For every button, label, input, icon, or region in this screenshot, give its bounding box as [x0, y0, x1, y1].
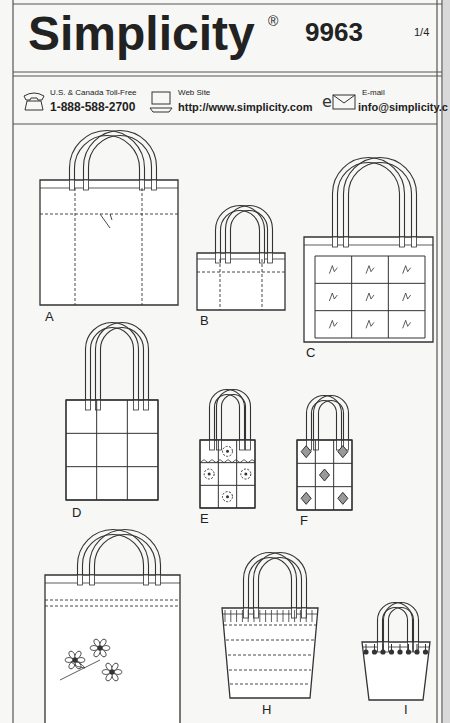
- tote-bag: [40, 131, 178, 306]
- frame-line: [13, 71, 442, 72]
- view-letter: D: [72, 506, 81, 520]
- tote-bag: [297, 396, 352, 511]
- phone-number: 1-888-588-2700: [50, 101, 135, 114]
- frame-line: [13, 3, 442, 4]
- tote-bag: [222, 553, 318, 699]
- phone-caption: U.S. & Canada Toll-Free: [50, 89, 137, 98]
- web-address: http://www.simplicity.com: [178, 101, 312, 113]
- tote-bag: [197, 205, 285, 310]
- tote-bag: [304, 157, 433, 342]
- brand-logo: Simplicity: [28, 8, 255, 61]
- tote-bag: [66, 323, 158, 501]
- frame-line: [13, 123, 437, 124]
- view-letter: F: [300, 514, 308, 528]
- tote-bag: [200, 390, 255, 509]
- tote-bag: [45, 530, 180, 723]
- view-letter: A: [45, 310, 54, 324]
- email-caption: E-mail: [362, 89, 385, 98]
- email-address: info@simplicity.c: [358, 101, 448, 113]
- frame-line: [12, 0, 13, 723]
- pattern-number: 9963: [305, 18, 363, 47]
- tote-bag: [362, 603, 430, 701]
- view-letter: H: [262, 703, 271, 717]
- view-letter: E: [200, 512, 209, 526]
- page-number: 1/4: [414, 26, 429, 38]
- web-caption: Web Site: [178, 89, 210, 98]
- frame-line: [13, 75, 442, 76]
- view-letter: I: [404, 703, 408, 717]
- svg-text:e: e: [322, 92, 332, 111]
- view-letter: C: [306, 346, 315, 360]
- view-letter: B: [200, 314, 209, 328]
- registered-mark: ®: [268, 14, 278, 29]
